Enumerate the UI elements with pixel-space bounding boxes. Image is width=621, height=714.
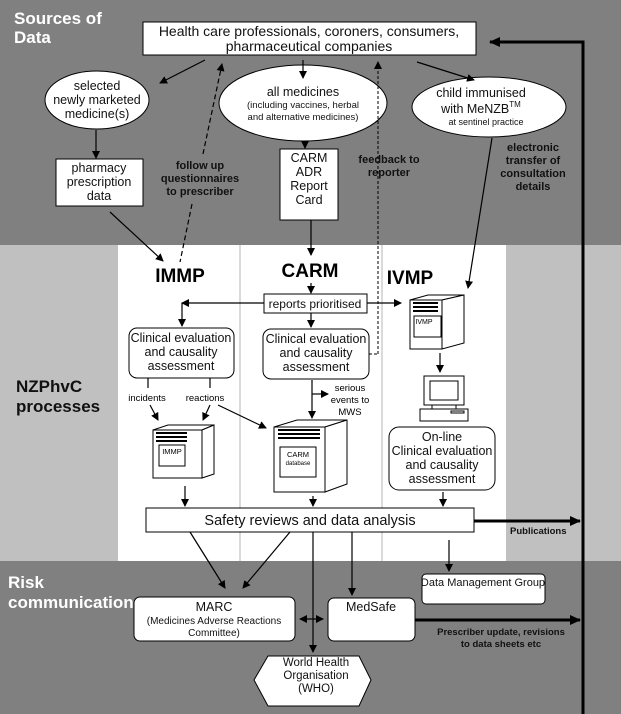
svg-text:IVMP: IVMP	[415, 319, 432, 326]
immp-database-server-icon: IMMP	[152, 424, 215, 479]
svg-text:MedSafe: MedSafe	[346, 600, 396, 614]
immp-heading: IMMP	[155, 266, 205, 287]
svg-text:with MeNZBTM: with MeNZBTM	[440, 100, 521, 116]
svg-text:child immunised: child immunised	[436, 86, 526, 100]
publications-label: Publications	[510, 526, 566, 537]
svg-text:MARC: MARC	[196, 600, 233, 614]
svg-text:Data Management Group: Data Management Group	[421, 577, 545, 589]
svg-text:Safety reviews and data analys: Safety reviews and data analysis	[204, 513, 415, 529]
risk-arrows	[189, 531, 453, 653]
all-medicines-node: all medicines (including vaccines, herba…	[218, 64, 388, 142]
svg-text:Health care professionals, cor: Health care professionals, coroners, con…	[159, 23, 459, 54]
computer-terminal-icon	[419, 375, 469, 422]
carm-heading: CARM	[282, 261, 339, 282]
source-arrows	[92, 59, 493, 355]
child-immunised-node: child immunised with MeNZBTM at sentinel…	[411, 76, 567, 138]
svg-text:at sentinel practice: at sentinel practice	[448, 117, 523, 127]
ivmp-database-server-icon: IVMP	[409, 294, 465, 350]
safety-reviews-box: Safety reviews and data analysis	[145, 507, 475, 533]
reports-prioritised-box: reports prioritised	[263, 293, 368, 314]
ivmp-heading: IVMP	[387, 268, 434, 289]
data-management-group-box: Data Management Group	[421, 573, 546, 605]
feedback-loop-line	[489, 37, 585, 714]
medsafe-box: MedSafe	[327, 597, 416, 642]
svg-text:reports prioritised: reports prioritised	[269, 297, 362, 311]
svg-text:IMMP: IMMP	[162, 447, 182, 456]
incidents-label: incidents	[128, 393, 166, 404]
reporters-box: Health care professionals, coroners, con…	[142, 21, 477, 56]
process-arrows	[147, 283, 447, 507]
reactions-label: reactions	[186, 393, 225, 404]
svg-text:all medicines: all medicines	[267, 85, 339, 99]
